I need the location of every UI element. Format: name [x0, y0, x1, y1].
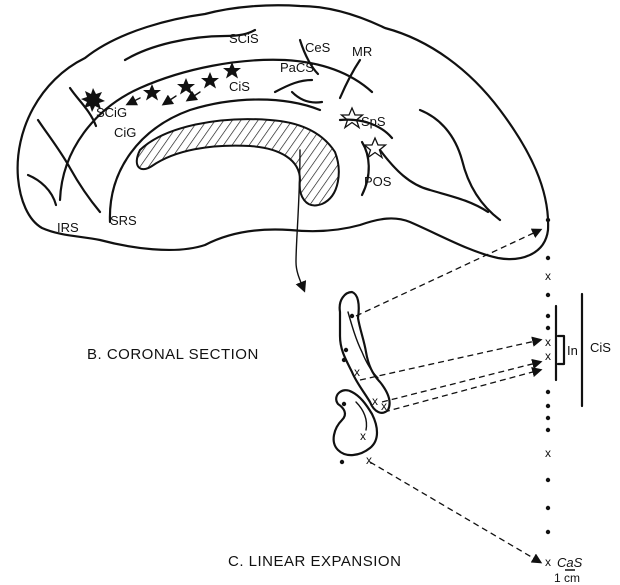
- linear-dot: [546, 314, 550, 318]
- section-dot: [350, 314, 354, 318]
- scale-bar: 1 cm: [554, 570, 580, 585]
- open-star-marker: [342, 108, 363, 128]
- sulcus-pacs-branch: [275, 80, 322, 103]
- linear-dot: [546, 293, 550, 297]
- linear-dot: [546, 218, 550, 222]
- cis-arrows: [128, 92, 200, 104]
- sulcus-irs: [28, 175, 56, 205]
- linear-x: x: [545, 269, 551, 283]
- in-bracket: [558, 336, 564, 364]
- linear-dot: [546, 390, 550, 394]
- dashed-projections: [356, 230, 540, 562]
- section-dot: [342, 358, 346, 362]
- label-pacs: PaCS: [280, 60, 314, 75]
- corpus-callosum: [137, 119, 339, 205]
- section-x: x: [354, 365, 360, 379]
- linear-dot: [546, 416, 550, 420]
- coronal-fold-2: [356, 402, 367, 430]
- section-x: x: [372, 394, 378, 408]
- label-in: In: [567, 343, 578, 358]
- label-sps: SpS: [361, 114, 386, 129]
- linear-expansion: x x x x x In CiS CaS: [545, 218, 611, 570]
- coronal-outline: [340, 292, 390, 413]
- linear-dot: [546, 404, 550, 408]
- linear-dot: [546, 506, 550, 510]
- medial-brain-view: SCiS CeS MR PaCS CiS SCiG CiG SpS POS IR…: [18, 5, 549, 259]
- linear-dot: [546, 428, 550, 432]
- label-srs: SRS: [110, 213, 137, 228]
- linear-x: x: [545, 446, 551, 460]
- coronal-inner-fold: [348, 312, 378, 378]
- label-cis-medial: CiS: [229, 79, 250, 94]
- sulcus-mr: [340, 60, 360, 98]
- section-x: x: [366, 453, 372, 467]
- label-scig: SCiG: [96, 105, 127, 120]
- label-irs: IRS: [57, 220, 79, 235]
- caption-linear-expansion: C. LINEAR EXPANSION: [228, 553, 401, 570]
- linear-dot: [546, 256, 550, 260]
- label-mr: MR: [352, 44, 372, 59]
- caption-coronal-section: B. CORONAL SECTION: [87, 346, 259, 363]
- label-cig: CiG: [114, 125, 136, 140]
- section-x: x: [360, 429, 366, 443]
- label-ces: CeS: [305, 40, 331, 55]
- label-cas: CaS: [557, 555, 583, 570]
- section-dot: [344, 348, 348, 352]
- sulcus-pos: [380, 150, 488, 212]
- linear-x: x: [545, 555, 551, 569]
- scale-bar-label: 1 cm: [554, 571, 580, 585]
- label-cis-right: CiS: [590, 340, 611, 355]
- sulcus-parieto-occipital-branch: [420, 110, 500, 220]
- section-dot: [340, 460, 344, 464]
- linear-dot: [546, 530, 550, 534]
- section-dot: [342, 402, 346, 406]
- label-scis-top: SCiS: [229, 31, 259, 46]
- linear-x: x: [545, 349, 551, 363]
- star-marker: [201, 72, 219, 89]
- star-marker: [177, 78, 195, 95]
- label-pos: POS: [364, 174, 392, 189]
- linear-dot: [546, 326, 550, 330]
- linear-x: x: [545, 335, 551, 349]
- linear-dot: [546, 478, 550, 482]
- coronal-lower-lobe: [334, 390, 377, 455]
- sulcus-srs: [38, 120, 100, 212]
